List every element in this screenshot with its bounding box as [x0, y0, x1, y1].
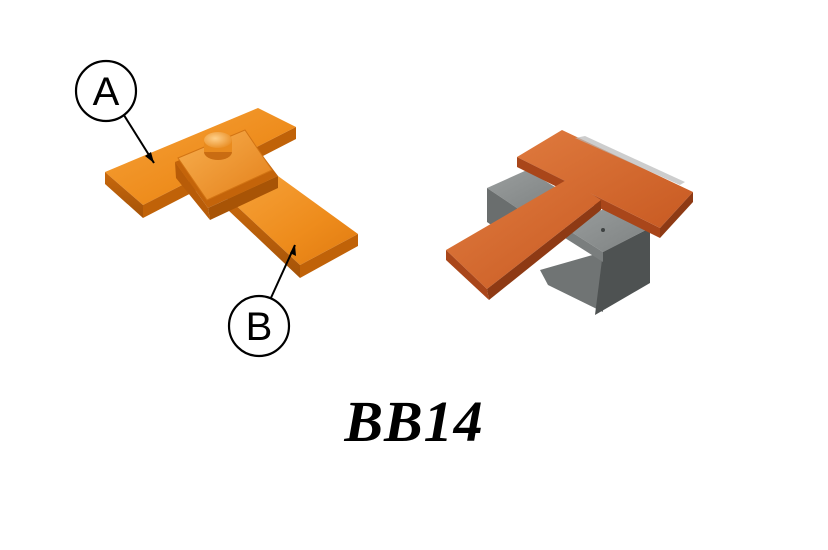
callout-a: A: [74, 59, 155, 164]
copper-t-clamp: [105, 108, 358, 278]
rust-plate-lower: [446, 179, 601, 300]
callout-b: B: [227, 244, 296, 358]
callout-a-letter: A: [93, 70, 120, 114]
callout-b-letter: B: [246, 305, 273, 349]
clamp-block: [175, 129, 278, 220]
copper-bar-b: [228, 176, 358, 278]
model-code-label: BB14: [344, 389, 484, 454]
busbar-support-assembly: [446, 130, 693, 315]
